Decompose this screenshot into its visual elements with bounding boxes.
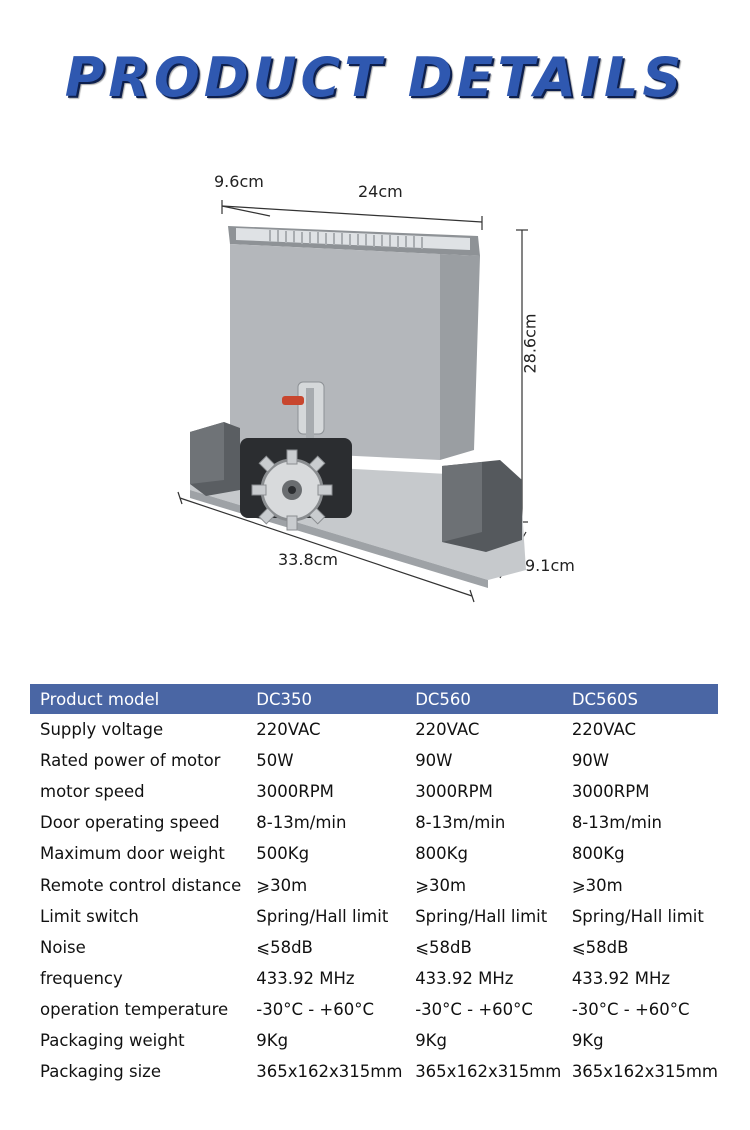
row-label: operation temperature — [40, 999, 229, 1019]
table-cell: Spring/Hall limit — [571, 906, 704, 926]
table-row: motor speed 3000RPM 3000RPM 3000RPM — [30, 776, 718, 807]
table-cell: 90W — [571, 751, 610, 771]
row-label: Packaging weight — [40, 1030, 185, 1050]
gate-motor-illustration — [177, 200, 528, 603]
table-cell: 9Kg — [415, 1030, 447, 1050]
header-model-2: DC560 — [405, 684, 562, 714]
header-model-3: DC560S — [561, 684, 718, 714]
table-cell: 90W — [415, 751, 453, 771]
table-cell: 9Kg — [256, 1030, 289, 1050]
row-label: Remote control distance — [40, 875, 242, 895]
table-cell: 365x162x315mm — [256, 1062, 403, 1082]
table-cell: 8-13m/min — [415, 813, 506, 833]
specification-table: Product model DC350 DC560 DC560S Supply … — [30, 684, 718, 1087]
table-cell: 220VAC — [415, 720, 480, 740]
table-row: Door operating speed 8-13m/min 8-13m/min 8-… — [30, 807, 718, 838]
table-cell: -30°C - +60°C — [415, 999, 533, 1019]
dimension-width-top: 24cm — [358, 182, 403, 201]
table-cell: 3000RPM — [256, 782, 334, 802]
table-row: frequency 433.92 MHz 433.92 MHz 433.92 MHz — [30, 963, 718, 994]
table-cell: 500Kg — [256, 844, 310, 864]
table-cell: 800Kg — [571, 844, 625, 864]
table-header-row: Product model DC350 DC560 DC560S — [30, 684, 718, 714]
row-label: Supply voltage — [40, 720, 164, 740]
dimension-height: 28.6cm — [520, 313, 540, 374]
table-cell: ⩽58dB — [415, 937, 472, 957]
table-cell: 8-13m/min — [256, 813, 347, 833]
row-label: motor speed — [40, 782, 145, 802]
table-cell: 365x162x315mm — [571, 1062, 718, 1082]
table-cell: 8-13m/min — [571, 813, 663, 833]
table-cell: 50W — [256, 751, 294, 771]
table-row: Packaging weight 9Kg 9Kg 9Kg — [30, 1025, 718, 1056]
table-cell: ⩾30m — [256, 875, 308, 895]
table-row: operation temperature -30°C - +60°C -30°C … — [30, 994, 718, 1025]
table-cell: 3000RPM — [571, 782, 650, 802]
table-row: Supply voltage 220VAC 220VAC 220VAC — [30, 714, 718, 745]
table-row: Remote control distance ⩾30m ⩾30m ⩾30m — [30, 869, 718, 900]
row-label: Door operating speed — [40, 813, 220, 833]
table-cell: 365x162x315mm — [415, 1062, 562, 1082]
table-cell: 9Kg — [571, 1030, 604, 1050]
header-product-model: Product model — [30, 684, 247, 714]
header-model-1: DC350 — [246, 684, 406, 714]
table-cell: -30°C - +60°C — [571, 999, 690, 1019]
table-row: Noise ⩽58dB ⩽58dB ⩽58dB — [30, 932, 718, 963]
table-cell: 433.92 MHz — [256, 968, 355, 988]
page-title: PRODUCT DETAILS — [64, 46, 686, 109]
row-label: Limit switch — [40, 906, 139, 926]
row-label: Noise — [40, 937, 86, 957]
dimension-length-base: 33.8cm — [278, 550, 339, 569]
row-label: Maximum door weight — [40, 844, 225, 864]
table-cell: ⩾30m — [415, 875, 467, 895]
row-label: Packaging size — [40, 1062, 161, 1082]
table-cell: ⩽58dB — [571, 937, 629, 957]
table-cell: 433.92 MHz — [571, 968, 671, 988]
table-cell: Spring/Hall limit — [256, 906, 389, 926]
table-cell: Spring/Hall limit — [415, 906, 548, 926]
table-row: Rated power of motor 50W 90W 90W — [30, 745, 718, 776]
table-cell: 433.92 MHz — [415, 968, 514, 988]
table-cell: ⩾30m — [571, 875, 623, 895]
table-cell: 220VAC — [256, 720, 321, 740]
table-row: Limit switch Spring/Hall limit Spring/Hall… — [30, 901, 718, 932]
table-cell: 3000RPM — [415, 782, 493, 802]
dimension-depth-base: 9.1cm — [525, 556, 575, 575]
row-label: Rated power of motor — [40, 751, 221, 771]
table-cell: ⩽58dB — [256, 937, 313, 957]
table-row: Maximum door weight 500Kg 800Kg 800Kg — [30, 838, 718, 869]
table-cell: 800Kg — [415, 844, 468, 864]
dimension-depth-top: 9.6cm — [214, 172, 264, 191]
table-cell: -30°C - +60°C — [256, 999, 375, 1019]
table-cell: 220VAC — [571, 720, 637, 740]
table-row: Packaging size 365x162x315mm 365x162x315mm… — [30, 1056, 718, 1087]
row-label: frequency — [40, 968, 123, 988]
